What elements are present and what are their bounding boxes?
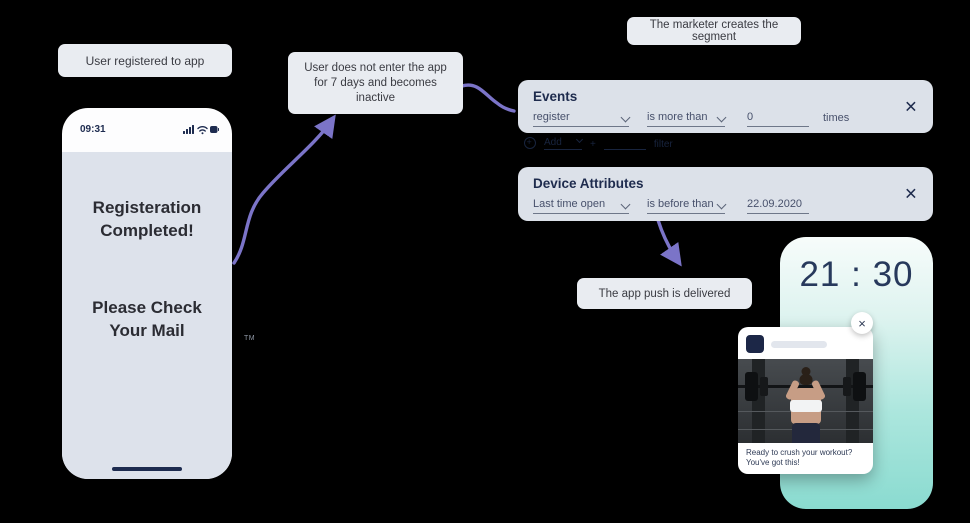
notification-message-line2: You've got this! (746, 458, 800, 467)
curve-inactive-to-events (460, 83, 516, 113)
times-label: times (823, 112, 850, 124)
event-operator-value: is more than (647, 111, 708, 123)
close-icon[interactable]: × (904, 182, 917, 206)
curve-device-to-push (656, 218, 682, 267)
device-attribute-dropdown[interactable]: Last time open (533, 198, 631, 214)
notification-message-line1: Ready to crush your workout? (746, 448, 853, 457)
event-count-value: 0 (747, 111, 754, 123)
chevron-down-icon (575, 135, 584, 144)
device-date-input[interactable]: 22.09.2020 (747, 198, 809, 214)
phone-registration-screen: 09:31 Registerati (62, 108, 232, 479)
chevron-down-icon[interactable] (716, 112, 727, 123)
event-name-value: register (533, 111, 570, 123)
device-attribute-value: Last time open (533, 198, 606, 210)
add-filter-prefix: Add (544, 137, 562, 148)
device-panel-title: Device Attributes (533, 176, 644, 191)
barbell-plate (843, 377, 851, 396)
notification-header (738, 327, 873, 357)
events-criteria-panel: Events register is more than 0 times × (518, 80, 933, 133)
status-time: 09:31 (80, 124, 106, 135)
add-filter-symbol: + (590, 139, 596, 150)
device-attributes-panel: Device Attributes Last time open is befo… (518, 167, 933, 221)
notification-close-icon[interactable]: × (851, 312, 873, 334)
chevron-down-icon[interactable] (716, 199, 727, 210)
device-date-value: 22.09.2020 (747, 198, 803, 210)
label-user-inactive: User does not enter the app for 7 days a… (288, 52, 463, 114)
add-filter-row[interactable]: Add + filter (524, 135, 673, 150)
event-operator-dropdown[interactable]: is more than (647, 111, 727, 127)
wifi-icon (197, 126, 208, 135)
status-bar: 09:31 (80, 124, 219, 135)
close-icon[interactable]: × (904, 95, 917, 118)
status-icons (183, 125, 219, 135)
label-push-delivered: The app push is delivered (577, 278, 752, 309)
lockscreen-clock: 21 : 30 (799, 255, 914, 294)
sports-bra (789, 400, 822, 412)
event-count-input[interactable]: 0 (747, 111, 809, 127)
device-operator-value: is before than (647, 198, 714, 210)
chevron-down-icon[interactable] (620, 112, 631, 123)
phone-screen: Registeration Completed! Please Check Yo… (62, 152, 232, 479)
add-filter-suffix: filter (653, 139, 673, 150)
device-operator-dropdown[interactable]: is before than (647, 198, 727, 214)
curve-phone-to-inactive (232, 114, 336, 265)
person-head (799, 374, 812, 385)
home-indicator[interactable] (112, 467, 182, 471)
registration-headline: Registeration Completed! (92, 198, 202, 240)
add-filter-dropdown[interactable]: Add (544, 135, 584, 150)
chevron-down-icon[interactable] (620, 199, 631, 210)
barbell-plate (745, 372, 758, 401)
app-icon (746, 335, 764, 353)
person-leggings (791, 423, 820, 443)
push-notification-card[interactable]: Ready to crush your workout? You've got … (738, 327, 873, 474)
label-user-registered: User registered to app (58, 44, 232, 77)
add-filter-blank-field[interactable] (603, 137, 646, 150)
barbell-plate (853, 372, 866, 401)
battery-icon (210, 126, 219, 133)
app-name-placeholder (771, 340, 827, 348)
plus-circle-icon[interactable] (524, 137, 536, 149)
workout-photo (738, 359, 873, 443)
person-hair-bun (801, 367, 810, 376)
notification-message: Ready to crush your workout? You've got … (738, 443, 873, 473)
signal-icon (183, 125, 194, 134)
event-name-dropdown[interactable]: register (533, 111, 631, 127)
events-panel-title: Events (533, 89, 578, 104)
trademark-label: TM (244, 335, 256, 342)
barbell-plate (760, 377, 768, 396)
label-marketer-creates-segment: The marketer creates the segment (627, 17, 801, 45)
check-mail-text: Please Check Your Mail (92, 298, 202, 340)
barbell-bar (738, 385, 873, 388)
